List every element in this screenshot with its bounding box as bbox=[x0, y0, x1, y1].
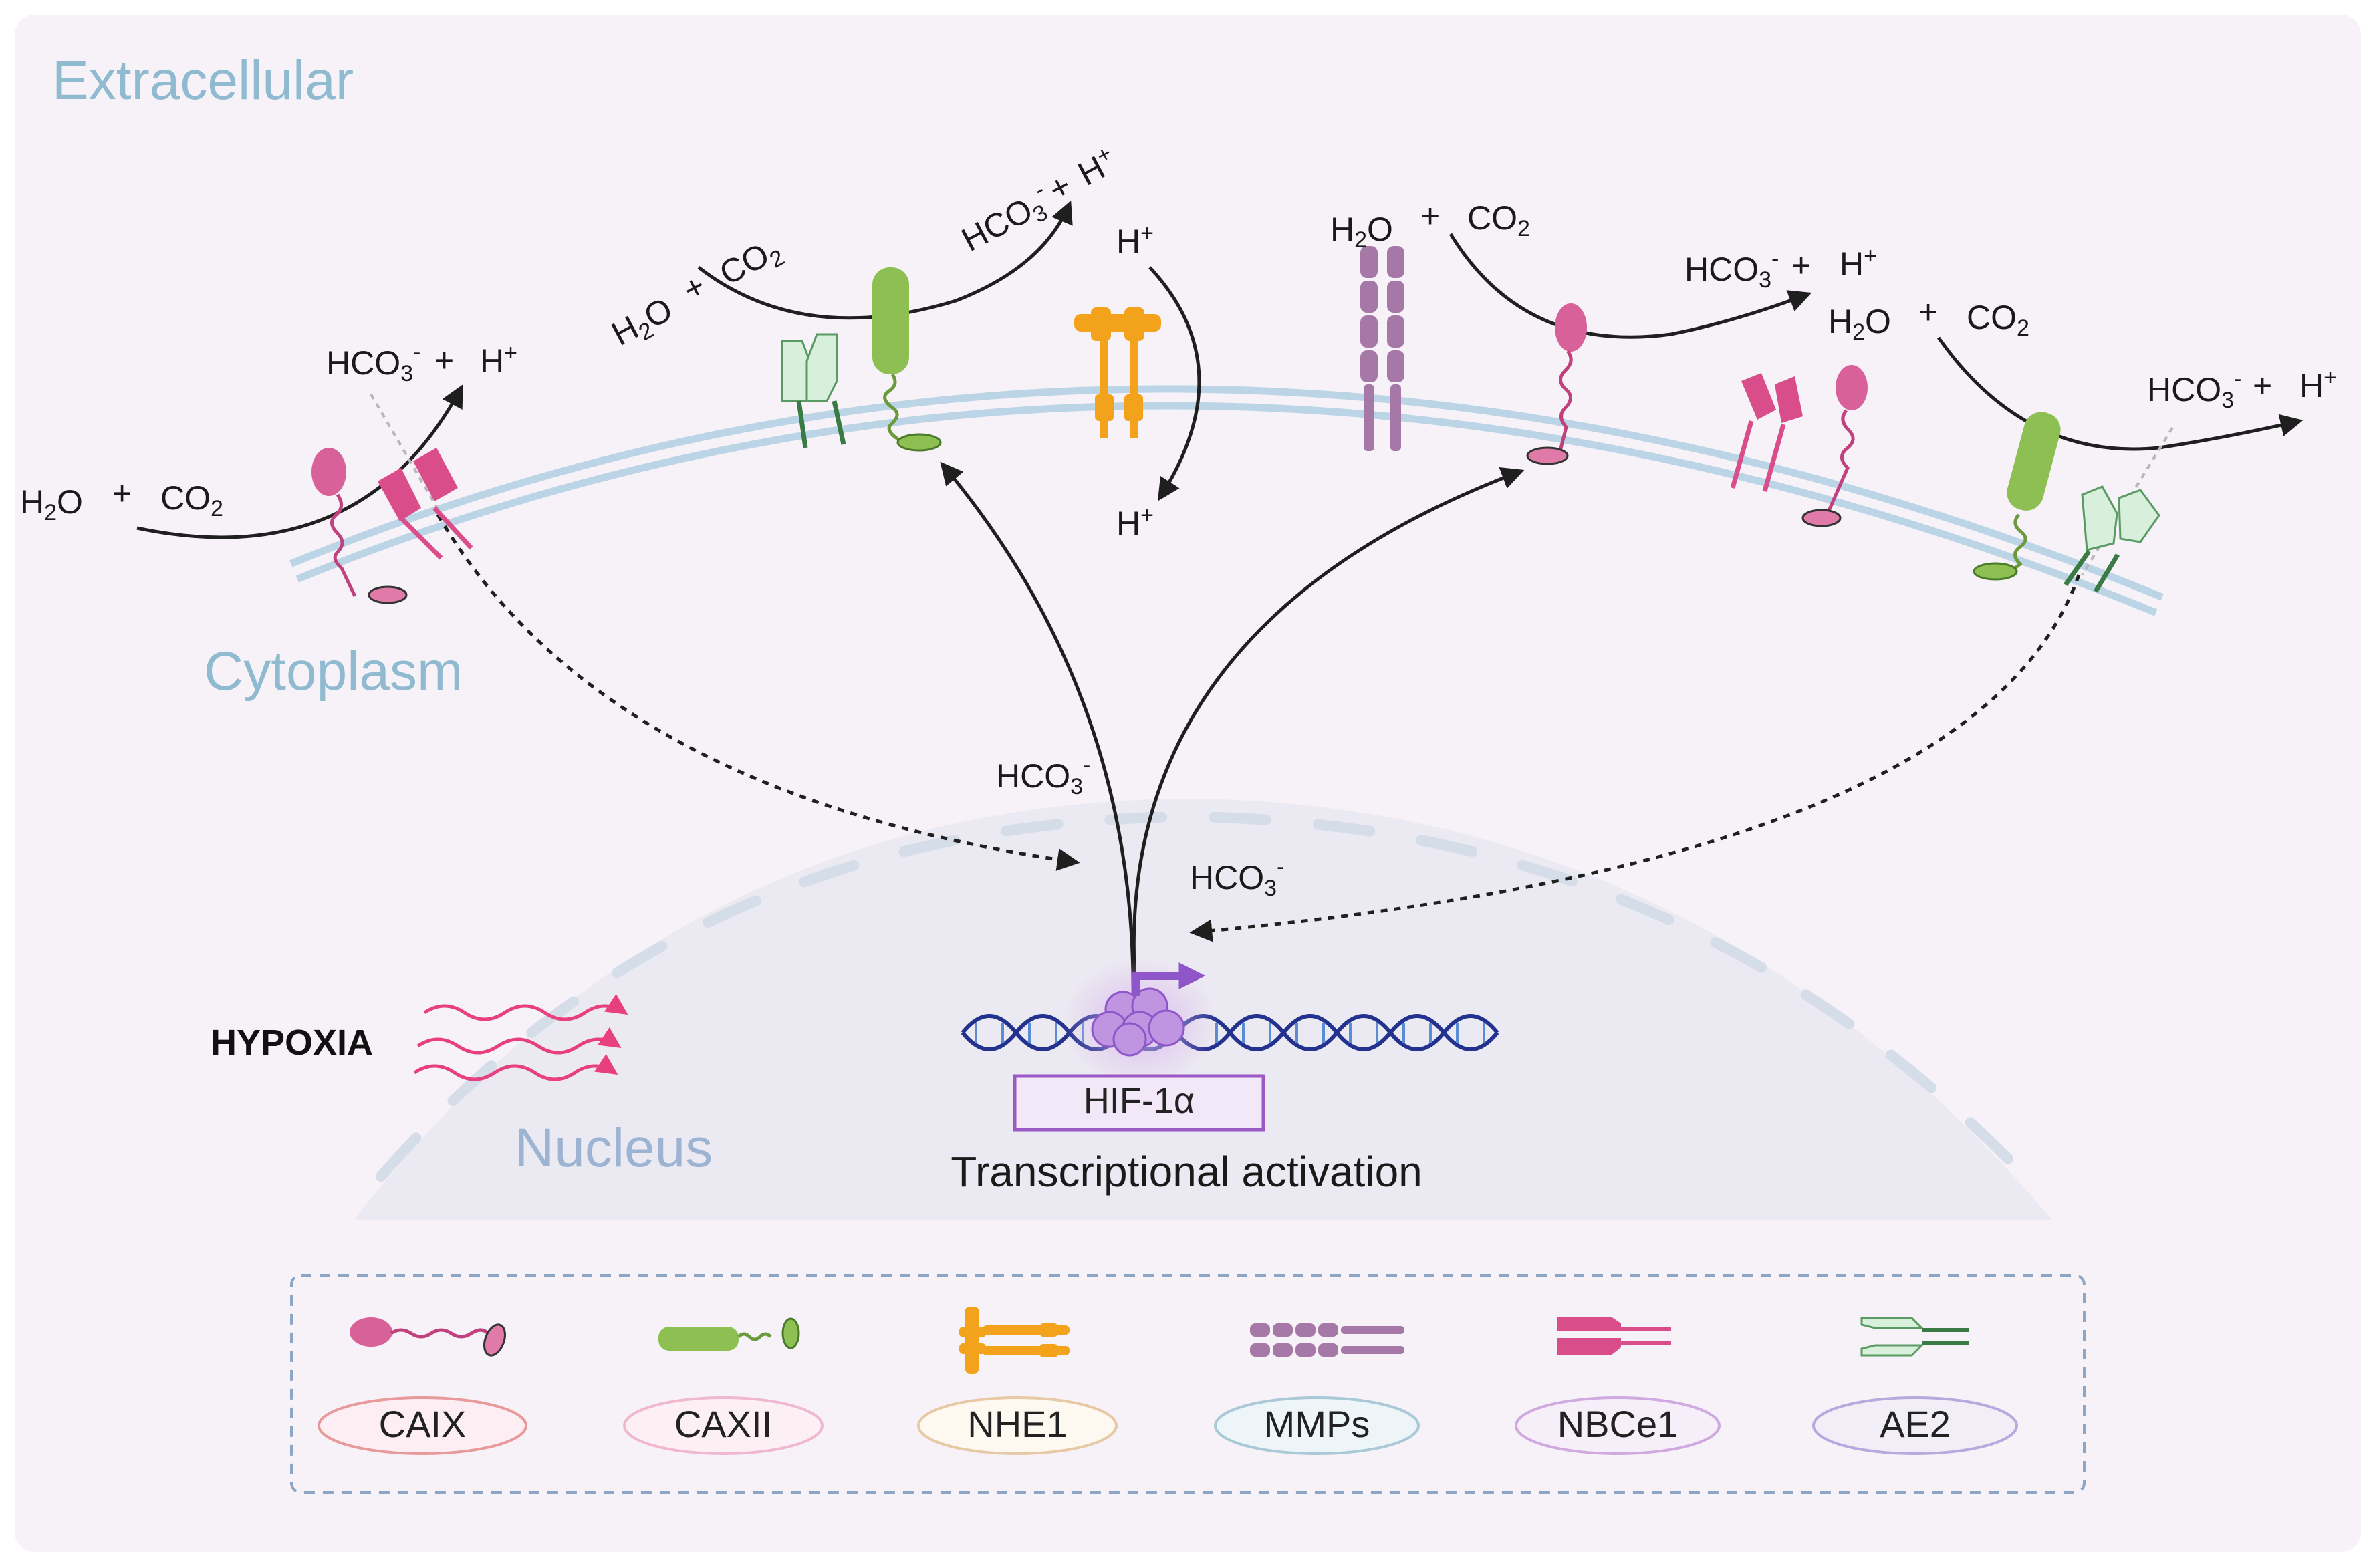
legend-pill-mmps bbox=[1214, 1396, 1420, 1455]
svg-text:+: + bbox=[1791, 247, 1811, 284]
hif-label: HIF-1α bbox=[1084, 1081, 1195, 1121]
legend-label-nbce1: NBCe1 bbox=[1557, 1403, 1678, 1445]
legend-caix-icon bbox=[350, 1317, 507, 1357]
extracellular-label: Extracellular bbox=[52, 50, 354, 111]
hco3-import-left bbox=[436, 513, 1080, 871]
nucleus-label: Nucleus bbox=[515, 1118, 713, 1178]
svg-text:+: + bbox=[112, 475, 132, 512]
right-products: HCO3- + H+ bbox=[2147, 365, 2337, 413]
legend-caxii-icon bbox=[658, 1317, 800, 1351]
svg-text:+: + bbox=[1420, 197, 1440, 235]
hypoxia-waves bbox=[413, 993, 628, 1081]
svg-text:+: + bbox=[1918, 293, 1938, 331]
ae2-right bbox=[2064, 485, 2160, 593]
legend-label-mmps: MMPs bbox=[1264, 1403, 1370, 1445]
ae2-upper-left bbox=[781, 333, 846, 448]
hif-to-caix-arrow bbox=[1132, 467, 1525, 1000]
nbce1-left bbox=[378, 448, 473, 560]
svg-text:+: + bbox=[2253, 367, 2272, 404]
legend-label-ae2: AE2 bbox=[1880, 1403, 1951, 1445]
center-right-products: HCO3- + H+ bbox=[1684, 243, 1877, 293]
reaction-arrow-center-right bbox=[1449, 233, 1812, 339]
proton-exchange-arrow bbox=[1148, 266, 1201, 501]
transcription-label: Transcriptional activation bbox=[951, 1148, 1422, 1196]
cytoplasm-label: Cytoplasm bbox=[204, 641, 463, 702]
legend-label-nhe1: NHE1 bbox=[967, 1403, 1067, 1445]
right-substrates: H2O + CO2 bbox=[1828, 293, 2029, 345]
legend-label-caix: CAIX bbox=[379, 1403, 467, 1445]
legend-pill-caix bbox=[318, 1396, 527, 1455]
svg-text:+: + bbox=[434, 342, 454, 379]
legend-nhe1-icon bbox=[959, 1307, 1070, 1374]
svg-text:CO2: CO2 bbox=[160, 479, 223, 521]
svg-text:H+: H+ bbox=[1840, 243, 1877, 283]
legend-caxii: CAXII bbox=[623, 1396, 824, 1455]
svg-text:H+: H+ bbox=[480, 340, 517, 380]
hco3-nuclear-right-label: HCO3- bbox=[1190, 854, 1284, 901]
caix-left bbox=[311, 448, 408, 604]
nhe1-center bbox=[1074, 307, 1161, 438]
nbce1-right bbox=[1730, 373, 1803, 492]
svg-text:HCO3-: HCO3- bbox=[326, 340, 420, 386]
svg-text:H2O: H2O bbox=[1828, 303, 1891, 345]
hif-to-caxii-arrow bbox=[940, 461, 1135, 1000]
reaction-arrow-upper-left bbox=[697, 200, 1073, 320]
caxii-right bbox=[1973, 412, 2061, 581]
center-right-substrates: H2O + CO2 bbox=[1330, 197, 1530, 253]
reaction-arrow-left bbox=[136, 384, 463, 539]
hif-complex bbox=[1063, 959, 1217, 1086]
hif-label-box bbox=[1013, 1074, 1265, 1132]
legend-ae2-icon bbox=[1860, 1317, 1969, 1357]
hco3-import-right bbox=[1189, 574, 2081, 942]
svg-text:H+: H+ bbox=[2299, 365, 2337, 404]
hypoxia-label: HYPOXIA bbox=[211, 1023, 373, 1063]
dna-helix bbox=[961, 1014, 1499, 1051]
legend-nhe1: NHE1 bbox=[917, 1396, 1118, 1455]
proton-out-label: H+ bbox=[1116, 221, 1154, 260]
svg-text:CO2: CO2 bbox=[1967, 299, 2029, 341]
legend-nbce1: NBCe1 bbox=[1515, 1396, 1721, 1455]
mmps-center bbox=[1360, 246, 1404, 451]
caxii-upper bbox=[872, 267, 942, 452]
left-substrates: H2O + CO2 bbox=[20, 475, 223, 525]
legend-label-caxii: CAXII bbox=[674, 1403, 772, 1445]
legend-box bbox=[290, 1274, 2086, 1494]
legend-nbce1-icon bbox=[1557, 1317, 1671, 1355]
legend-pill-caxii bbox=[623, 1396, 824, 1455]
legend-pill-nhe1 bbox=[917, 1396, 1118, 1455]
proton-in-label: H+ bbox=[1116, 503, 1154, 542]
reaction-arrow-right bbox=[1936, 336, 2303, 451]
legend-mmps-icon bbox=[1250, 1323, 1404, 1357]
legend-mmps: MMPs bbox=[1214, 1396, 1420, 1455]
caix-right bbox=[1801, 365, 1868, 527]
legend-ae2: AE2 bbox=[1812, 1396, 2018, 1455]
legend-pill-ae2 bbox=[1812, 1396, 2018, 1455]
caix-center-right bbox=[1526, 303, 1587, 465]
hco3-nuclear-left-label: HCO3- bbox=[996, 753, 1090, 799]
legend-caix: CAIX bbox=[318, 1396, 527, 1455]
svg-text:H2O: H2O bbox=[20, 483, 83, 525]
svg-text:HCO3-: HCO3- bbox=[2147, 366, 2241, 413]
svg-text:H2O: H2O bbox=[1330, 211, 1393, 253]
legend-pill-nbce1 bbox=[1515, 1396, 1721, 1455]
svg-text:HCO3-: HCO3- bbox=[1684, 246, 1779, 293]
left-products: HCO3- + H+ bbox=[326, 340, 517, 386]
svg-text:CO2: CO2 bbox=[1467, 199, 1530, 241]
transcription-start-arrow bbox=[1132, 962, 1206, 996]
